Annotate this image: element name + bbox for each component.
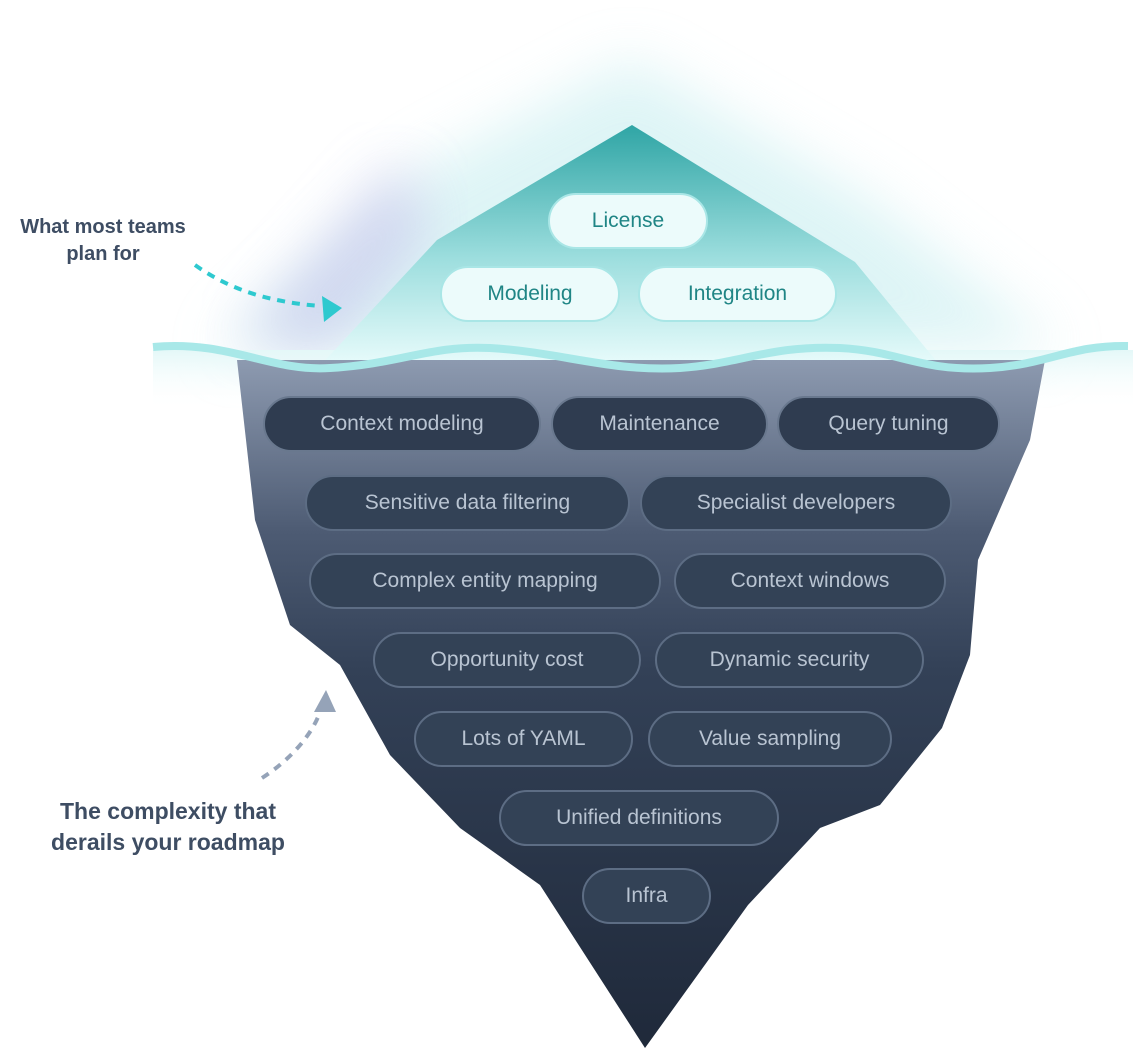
pill-opportunity-cost: Opportunity cost: [373, 632, 641, 688]
waterline: [152, 341, 1129, 373]
pill-license: License: [548, 193, 708, 249]
pill-sensitive-data-filtering: Sensitive data filtering: [305, 475, 630, 531]
pill-integration: Integration: [638, 266, 837, 322]
pill-unified-definitions: Unified definitions: [499, 790, 779, 846]
ice-below-water: [237, 360, 1045, 1048]
pill-lots-of-yaml: Lots of YAML: [414, 711, 633, 767]
pill-infra: Infra: [582, 868, 711, 924]
annotation-line: derails your roadmap: [51, 829, 285, 856]
pill-maintenance: Maintenance: [551, 396, 768, 452]
annotation-top: What most teams plan for: [0, 214, 206, 268]
pill-modeling: Modeling: [440, 266, 620, 322]
annotation-bottom: The complexity that derails your roadmap: [20, 796, 316, 858]
pill-specialist-developers: Specialist developers: [640, 475, 952, 531]
arrow-top: [193, 263, 342, 322]
pill-query-tuning: Query tuning: [777, 396, 1000, 452]
annotation-line: The complexity that: [60, 798, 276, 824]
arrowhead-icon: [314, 690, 336, 712]
annotation-line: What most teams: [20, 216, 186, 238]
pill-complex-entity-mapping: Complex entity mapping: [309, 553, 661, 609]
arrow-bottom: [260, 690, 336, 780]
annotation-line: plan for: [66, 243, 140, 265]
pill-context-windows: Context windows: [674, 553, 946, 609]
arrowhead-icon: [322, 296, 342, 322]
pill-value-sampling: Value sampling: [648, 711, 892, 767]
pill-context-modeling: Context modeling: [263, 396, 541, 452]
pill-dynamic-security: Dynamic security: [655, 632, 924, 688]
